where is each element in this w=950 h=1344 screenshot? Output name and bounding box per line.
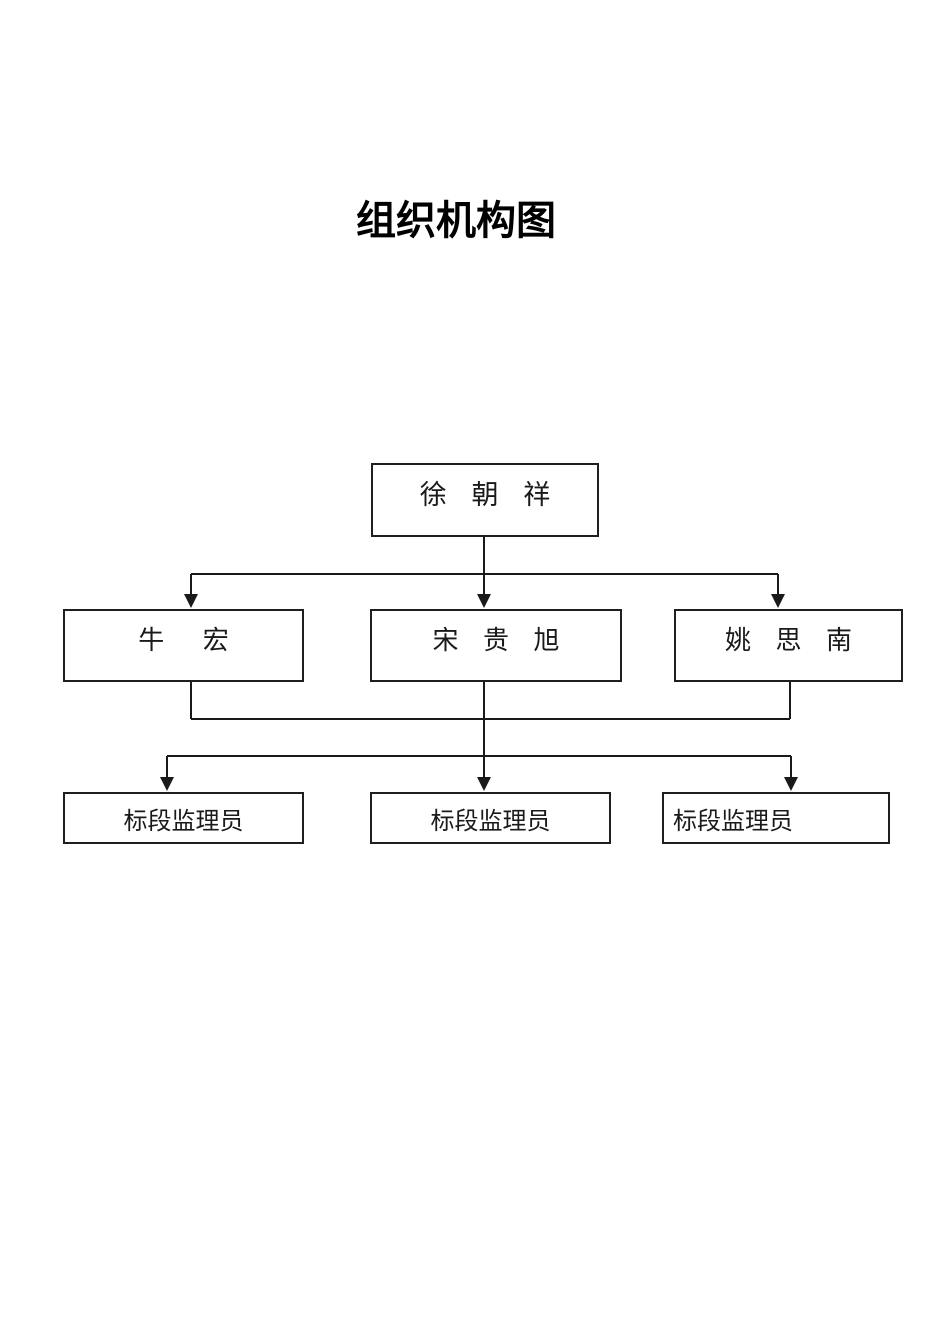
org-node-label: 标段监理员 bbox=[673, 808, 793, 835]
arrowhead-down-icon bbox=[477, 594, 491, 608]
org-node-label: 姚 思 南 bbox=[724, 626, 852, 655]
arrowhead-down-icon bbox=[784, 777, 798, 791]
org-node-root: 徐 朝 祥 bbox=[371, 463, 599, 537]
connector-root-to-level2 bbox=[184, 537, 785, 608]
org-node-label: 宋 贵 旭 bbox=[432, 626, 560, 655]
org-node-level2-2: 宋 贵 旭 bbox=[370, 609, 622, 682]
org-node-level3-2: 标段监理员 bbox=[370, 792, 611, 844]
page-title: 组织机构图 bbox=[356, 198, 556, 244]
org-node-label: 标段监理员 bbox=[123, 808, 244, 835]
arrowhead-down-icon bbox=[160, 777, 174, 791]
org-node-level2-1: 牛 宏 bbox=[63, 609, 304, 682]
arrowhead-down-icon bbox=[184, 594, 198, 608]
org-node-level3-1: 标段监理员 bbox=[63, 792, 304, 844]
org-node-level2-3: 姚 思 南 bbox=[674, 609, 903, 682]
arrowhead-down-icon bbox=[771, 594, 785, 608]
connector-level2-to-level3 bbox=[160, 682, 798, 791]
org-node-label: 牛 宏 bbox=[138, 626, 229, 655]
org-node-label: 徐 朝 祥 bbox=[419, 480, 551, 510]
org-node-level3-3: 标段监理员 bbox=[662, 792, 890, 844]
org-node-label: 标段监理员 bbox=[430, 808, 551, 835]
arrowhead-down-icon bbox=[477, 777, 491, 791]
